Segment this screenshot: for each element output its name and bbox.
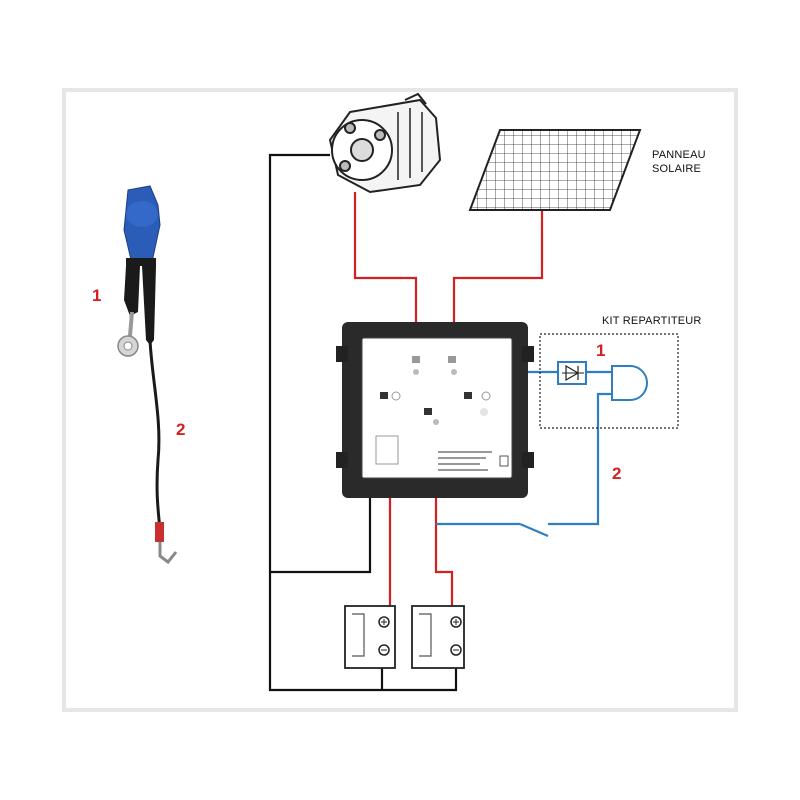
splitter-kit-box <box>539 333 679 429</box>
cable-callout-1: 1 <box>92 286 102 305</box>
and-gate-icon <box>611 365 648 401</box>
kit-callout-1: 1 <box>596 341 606 360</box>
solar-panel-label-line1: PANNEAU <box>652 149 706 161</box>
battery-icon <box>411 605 465 669</box>
ring-terminal-cable-icon <box>117 185 178 565</box>
alternator-icon <box>328 92 442 194</box>
dc-dc-charger-icon <box>336 322 534 498</box>
diode-icon <box>557 361 587 385</box>
splitter-kit-label: KIT REPARTITEUR <box>602 315 702 327</box>
cable-callout-2: 2 <box>176 420 186 439</box>
solar-panel-icon <box>468 129 642 211</box>
solar-panel-label: PANNEAU SOLAIRE <box>652 148 706 176</box>
solar-panel-label-line2: SOLAIRE <box>652 163 702 175</box>
battery-icon <box>344 605 396 669</box>
kit-callout-2: 2 <box>612 464 622 483</box>
